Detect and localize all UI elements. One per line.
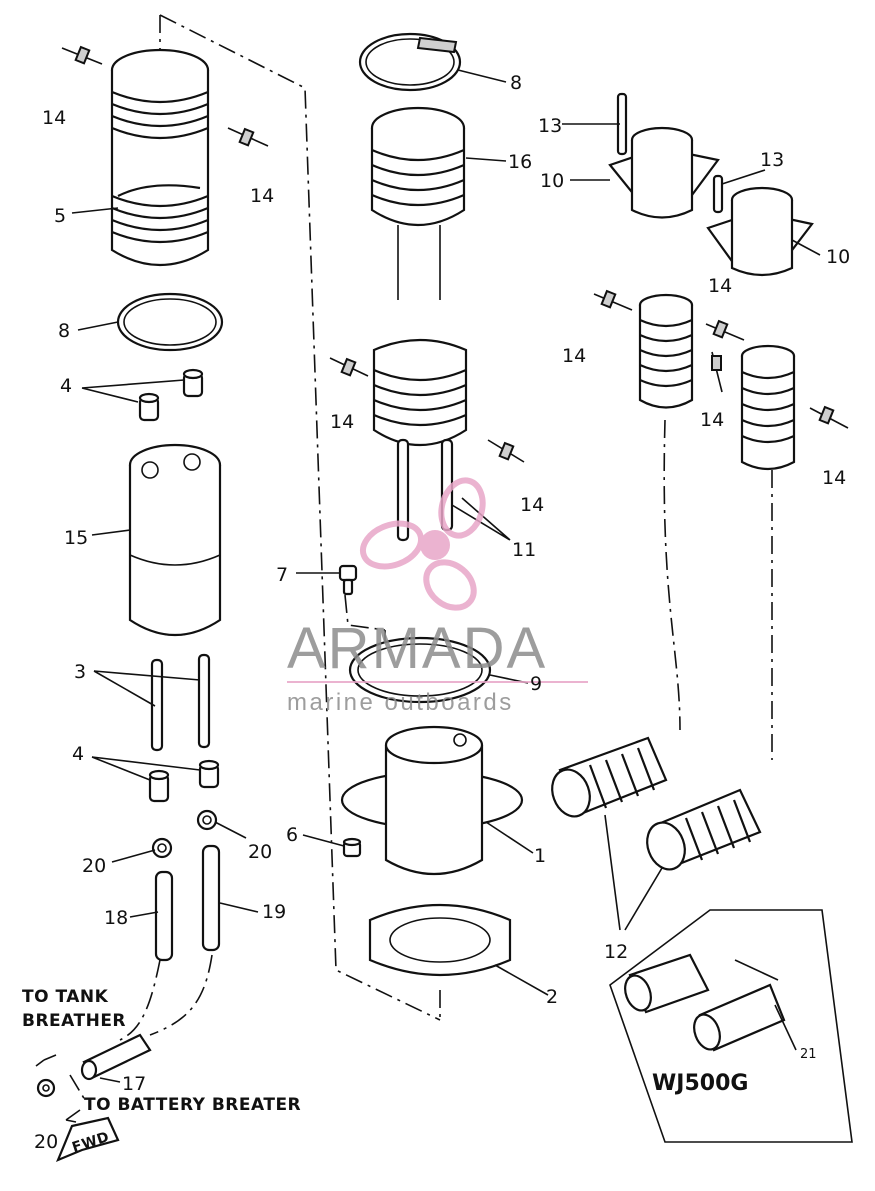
bolts-part-13 [616, 92, 724, 214]
label-14: 14 [700, 409, 724, 431]
hose-part-17 [80, 1033, 152, 1081]
duct-part-16-lower [372, 338, 468, 446]
plate-part-2 [368, 903, 512, 977]
model-label: WJ500G [652, 1071, 748, 1096]
label-14: 14 [520, 494, 544, 516]
watermark-brand: ARMADA [287, 616, 547, 681]
tubes-part-3 [150, 653, 211, 752]
label-13: 13 [760, 149, 784, 171]
label-14: 14 [250, 185, 274, 207]
label-13: 13 [538, 115, 562, 137]
label-16: 16 [508, 151, 532, 173]
caption-to-tank: TO TANK [22, 987, 109, 1007]
caption-to-battery: TO BATTERY BREATER [84, 1095, 301, 1115]
label-14: 14 [562, 345, 586, 367]
label-2: 2 [546, 986, 558, 1008]
label-12: 12 [604, 941, 628, 963]
assembly-guide-lines [69, 14, 773, 1101]
caption-breather: BREATHER [22, 1011, 126, 1031]
label-19: 19 [262, 901, 286, 923]
label-7: 7 [276, 564, 288, 586]
gasket-part-9 [348, 636, 492, 704]
band-part-8-left [116, 292, 224, 352]
label-21: 21 [800, 1047, 817, 1062]
label-1: 1 [534, 845, 546, 867]
label-3: 3 [74, 661, 86, 683]
caps-part-4-upper [138, 368, 204, 422]
clamps-part-20 [36, 809, 218, 1098]
armada-watermark: ARMADA marine outboards [287, 477, 588, 716]
leader-lines [71, 69, 821, 1083]
label-4: 4 [72, 743, 84, 765]
duct-part-5 [110, 48, 210, 266]
fwd-arrow-icon [35, 1054, 120, 1163]
label-8: 8 [58, 320, 70, 342]
propeller-logo-icon [359, 477, 486, 611]
caps-part-4-lower [148, 759, 220, 803]
label-18: 18 [104, 907, 128, 929]
label-8: 8 [510, 72, 522, 94]
label-14: 14 [822, 467, 846, 489]
label-6: 6 [286, 824, 298, 846]
wj500g-variant-box [609, 909, 853, 1143]
label-10: 10 [540, 170, 564, 192]
duct-part-16 [370, 106, 466, 300]
band-part-8-center [358, 32, 462, 92]
label-11: 11 [512, 539, 536, 561]
plug-part-6 [342, 837, 362, 858]
part-labels: 14 14 5 8 4 15 3 4 20 20 18 19 17 20 8 1… [34, 72, 850, 1153]
screws-part-14-right [593, 289, 849, 429]
label-5: 5 [54, 205, 66, 227]
label-20: 20 [82, 855, 106, 877]
hoses-part-18-19 [154, 844, 221, 962]
flanges-part-10 [608, 126, 814, 277]
boots-part-14 [638, 293, 796, 471]
hoses-part-12 [551, 736, 762, 931]
screws-part-14-center [329, 357, 525, 463]
label-15: 15 [64, 527, 88, 549]
housing-part-15 [128, 443, 222, 636]
screw-part-7 [338, 564, 358, 596]
label-17: 17 [122, 1073, 146, 1095]
label-9: 9 [530, 673, 542, 695]
watermark-tagline: marine outboards [287, 689, 514, 716]
label-14: 14 [708, 275, 732, 297]
label-10: 10 [826, 246, 850, 268]
label-14: 14 [42, 107, 66, 129]
screws-part-14-left [61, 45, 269, 147]
label-14: 14 [330, 411, 354, 433]
label-4: 4 [60, 375, 72, 397]
label-20: 20 [248, 841, 272, 863]
flange-part-1 [340, 725, 524, 875]
label-20: 20 [34, 1131, 58, 1153]
